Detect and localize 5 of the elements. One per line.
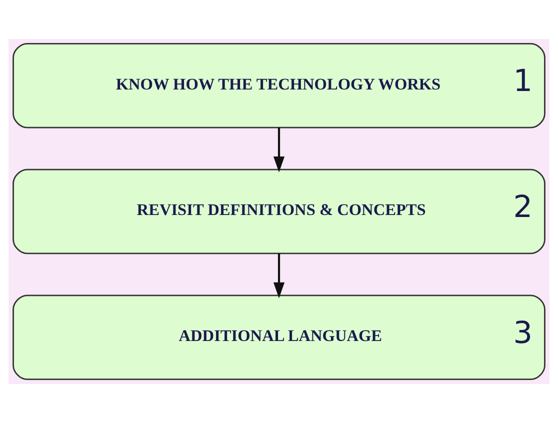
- node-box: REVISIT DEFINITIONS & CONCEPTS 2: [12, 168, 546, 254]
- arrow: [273, 253, 285, 298]
- node-box: KNOW HOW THE TECHNOLOGY WORKS 1: [12, 42, 546, 128]
- node-box: ADDITIONAL LANGUAGE 3: [12, 294, 546, 380]
- arrow: [273, 128, 285, 172]
